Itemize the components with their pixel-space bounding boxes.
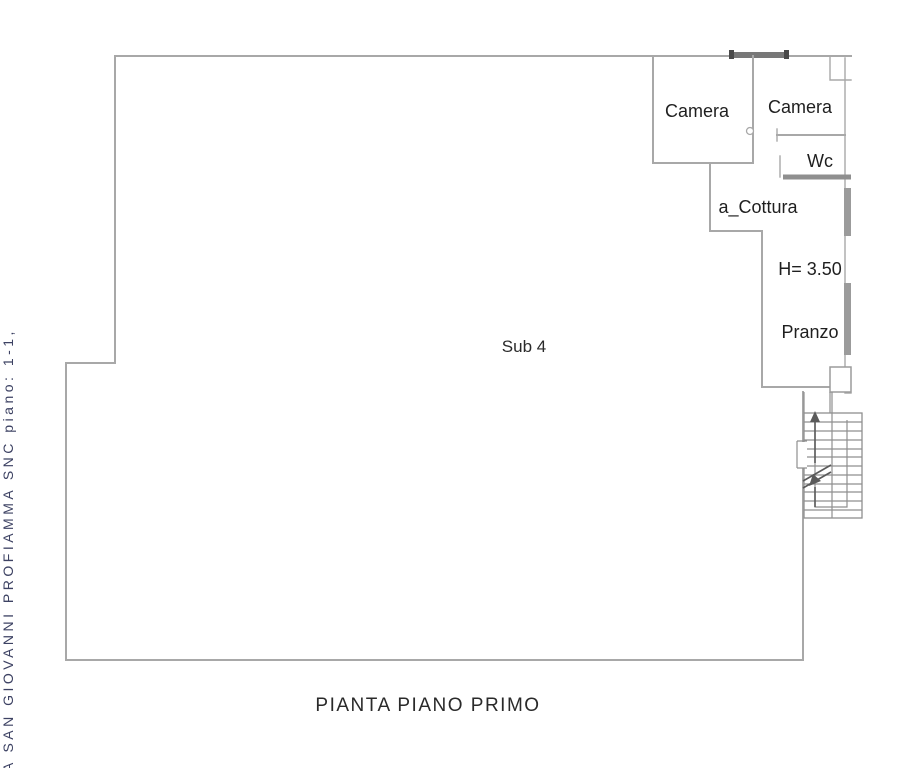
height-annotation: H= 3.50 — [778, 259, 842, 279]
room-label-camera-1: Camera — [665, 101, 730, 121]
window-bar-cap-left — [729, 50, 734, 59]
interior-walls — [652, 55, 852, 393]
room-label-pranzo: Pranzo — [781, 322, 838, 342]
side-note-rotated: A SAN GIOVANNI PROFIAMMA SNC piano: 1-1, — [0, 328, 16, 768]
camera-1-room-walls — [652, 55, 754, 164]
right-wall-window-1 — [844, 188, 851, 236]
plan-title: PIANTA PIANO PRIMO — [315, 695, 540, 716]
stair-treads — [804, 421, 862, 511]
cottura-and-corridor-wall — [709, 163, 763, 388]
room-label-wc: Wc — [807, 151, 833, 171]
stair-well — [814, 420, 848, 508]
stair-up-arrow-icon — [810, 411, 820, 422]
outer-boundary-wall — [65, 55, 852, 661]
staircase — [796, 392, 863, 519]
top-edge-window-bar — [731, 52, 787, 58]
room-label-camera-2: Camera — [768, 97, 833, 117]
outer-walls — [65, 50, 852, 661]
stair-door-jambs — [796, 440, 807, 469]
top-right-notch — [829, 55, 852, 81]
stair-connector-lines — [803, 392, 831, 413]
right-wall-window-2 — [844, 283, 851, 355]
window-bar-cap-right — [784, 50, 789, 59]
wall-pier — [829, 366, 852, 393]
stair-door-gap — [799, 442, 807, 468]
unit-label-sub4: Sub 4 — [502, 337, 546, 356]
door-hinge-mark — [745, 126, 755, 136]
stair-up-arrow-icon-2 — [809, 474, 821, 486]
room-label-cottura: a_Cottura — [718, 197, 798, 218]
labels: Camera Camera Wc a_Cottura H= 3.50 Pranz… — [0, 97, 842, 768]
right-wall-inner-line — [844, 57, 852, 394]
